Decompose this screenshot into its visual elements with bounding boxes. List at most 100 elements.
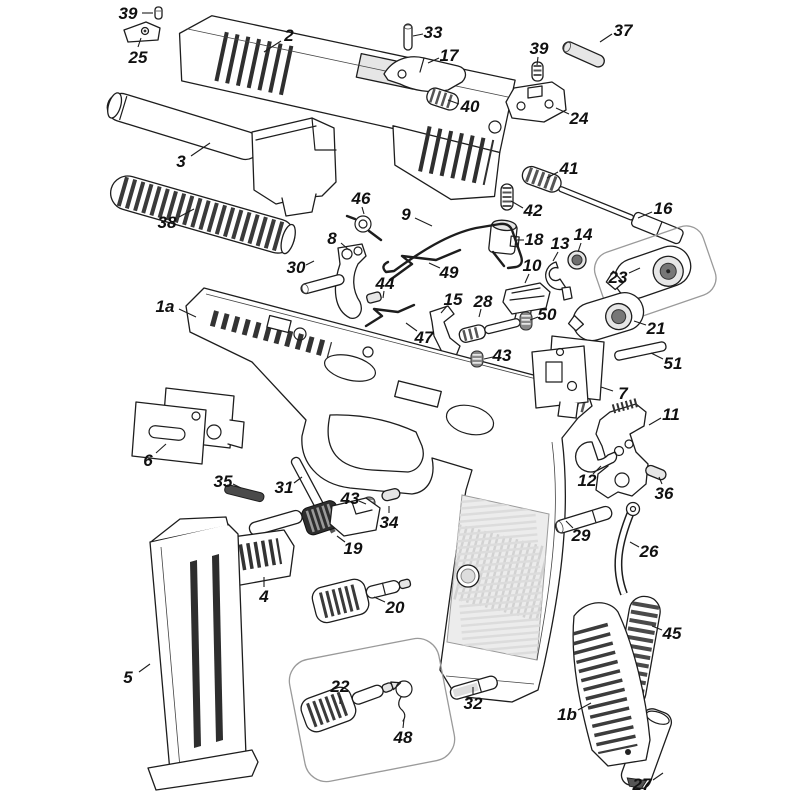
locking-block-pin-drawing bbox=[224, 484, 265, 503]
leader-slide bbox=[263, 40, 282, 53]
part-label-disconnector: 15 bbox=[444, 290, 463, 309]
part-label-recoil-spring-assembly: 38 bbox=[158, 213, 177, 232]
part-label-slide: 2 bbox=[283, 26, 294, 45]
part-label-rear-sight: 24 bbox=[569, 109, 589, 128]
recoil-spring-drawing bbox=[110, 175, 296, 255]
leader-main-spring bbox=[651, 625, 663, 631]
part-label-frame: 1a bbox=[156, 297, 175, 316]
part-label-locking-block-pin: 35 bbox=[214, 472, 233, 491]
leader-extractor bbox=[427, 57, 440, 64]
part-label-hammer-hook: 12 bbox=[578, 471, 597, 490]
leader-backstrap bbox=[577, 702, 592, 711]
part-label-housing-pin: 31 bbox=[275, 478, 294, 497]
magazine-release-extended-drawing bbox=[288, 637, 456, 783]
part-label-firing-pin-block-spring: 42 bbox=[523, 201, 543, 220]
sear-pin-with-spring-drawing bbox=[458, 318, 521, 343]
safety-right-drawing bbox=[593, 225, 717, 322]
leader-housing-spring bbox=[405, 322, 418, 332]
part-label-extractor-spring: 40 bbox=[460, 97, 480, 116]
leader-sear-spring bbox=[529, 316, 539, 321]
part-label-magazine-catch: 19 bbox=[344, 539, 363, 558]
leader-sear bbox=[552, 251, 559, 262]
housing-spring-drawing bbox=[364, 303, 416, 328]
detent-spring-drawing bbox=[531, 61, 544, 82]
part-label-plunger-spring-upper: 43 bbox=[492, 346, 512, 365]
leader-frame bbox=[178, 308, 197, 318]
part-label-slide-stop: 4 bbox=[258, 587, 269, 606]
leader-trigger-bar bbox=[414, 217, 433, 227]
leader-hammer-hook bbox=[592, 465, 602, 475]
barrel-drawing bbox=[106, 92, 337, 217]
part-label-magazine: 5 bbox=[123, 668, 133, 687]
leader-safety-left bbox=[633, 320, 647, 326]
part-label-housing-spring: 47 bbox=[414, 328, 435, 347]
part-label-release-spring-clip: 48 bbox=[393, 728, 413, 747]
leader-magazine bbox=[138, 663, 151, 673]
rear-pin-drawing bbox=[562, 41, 605, 68]
part-label-firing-pin: 16 bbox=[654, 199, 673, 218]
locking-block-drawing bbox=[131, 387, 245, 465]
part-label-sear-insert: 10 bbox=[523, 256, 542, 275]
leader-rear-pin bbox=[599, 33, 613, 43]
part-label-backstrap: 1b bbox=[557, 705, 577, 724]
hammer-strut-drawing bbox=[614, 501, 641, 596]
leader-firing-pin-block-spring bbox=[510, 200, 524, 209]
release-spring-clip-drawing bbox=[395, 680, 413, 722]
part-label-firing-pin-spring: 41 bbox=[559, 159, 579, 178]
slide-stop-pin-drawing bbox=[449, 675, 498, 700]
catch-pin-drawing bbox=[381, 488, 401, 502]
leader-magazine-catch bbox=[336, 535, 346, 543]
leader-trigger-pin bbox=[305, 260, 315, 266]
mag-release-variant-box bbox=[288, 637, 456, 783]
leader-firing-pin bbox=[637, 211, 653, 219]
part-label-pivot-pin: 29 bbox=[571, 526, 591, 545]
part-label-trigger-pin: 30 bbox=[287, 258, 306, 277]
hammer-pin-drawing bbox=[614, 341, 667, 361]
part-label-sear: 13 bbox=[551, 234, 570, 253]
part-label-magazine-release-extended: 22 bbox=[330, 677, 350, 696]
leader-extractor-pin bbox=[412, 33, 424, 37]
plunger-spring-upper-drawing bbox=[470, 350, 484, 368]
firing-pin-block-spring-drawing bbox=[500, 183, 514, 211]
leader-strut-pin bbox=[658, 476, 663, 485]
magazine-drawing bbox=[147, 516, 259, 791]
part-label-safety-left: 21 bbox=[646, 319, 666, 338]
extractor-spring-drawing bbox=[426, 87, 460, 111]
part-label-sear-housing: 7 bbox=[618, 384, 629, 403]
sear-spring-drawing bbox=[519, 311, 533, 331]
leader-sear-housing bbox=[600, 386, 614, 392]
pivot-pin-drawing bbox=[554, 505, 613, 534]
leader-hammer-pin bbox=[650, 352, 664, 360]
leader-plunger-spring-lower bbox=[358, 500, 367, 505]
leader-release-spring-clip bbox=[402, 718, 405, 729]
part-label-trigger-bar-pin: 44 bbox=[375, 274, 395, 293]
trigger-bar-drawing bbox=[382, 222, 524, 274]
part-label-plunger-spring-lower: 43 bbox=[340, 489, 360, 508]
part-label-slide-cover-pin: 39 bbox=[119, 4, 138, 23]
hammer-hook-drawing bbox=[574, 441, 625, 473]
extractor-pin-drawing bbox=[403, 23, 413, 51]
leader-magazine-release bbox=[373, 596, 386, 603]
sear-housing-drawing bbox=[531, 335, 605, 419]
leader-detent-spring bbox=[536, 56, 539, 66]
slide-cover-pin-drawing bbox=[154, 6, 163, 20]
part-label-front-sight: 25 bbox=[128, 48, 148, 67]
leader-barrel bbox=[190, 142, 211, 157]
part-label-trigger: 8 bbox=[327, 229, 337, 248]
strut-pin-drawing bbox=[645, 464, 667, 481]
sear-drawing bbox=[545, 261, 573, 301]
leader-housing-pin bbox=[293, 476, 303, 484]
trigger-bar-spring-drawing bbox=[388, 248, 462, 282]
leader-pivot-pin bbox=[565, 520, 574, 529]
part-label-barrel: 3 bbox=[176, 152, 186, 171]
leader-trigger-bar-pin bbox=[382, 290, 385, 299]
leader-firing-pin-spring bbox=[546, 171, 559, 179]
safety-left-drawing bbox=[567, 292, 645, 342]
leader-recoil-spring-assembly bbox=[178, 208, 195, 218]
part-label-extractor: 17 bbox=[440, 46, 460, 65]
leader-extractor-spring bbox=[447, 99, 460, 105]
leader-sear-pin-with-spring bbox=[478, 308, 482, 318]
